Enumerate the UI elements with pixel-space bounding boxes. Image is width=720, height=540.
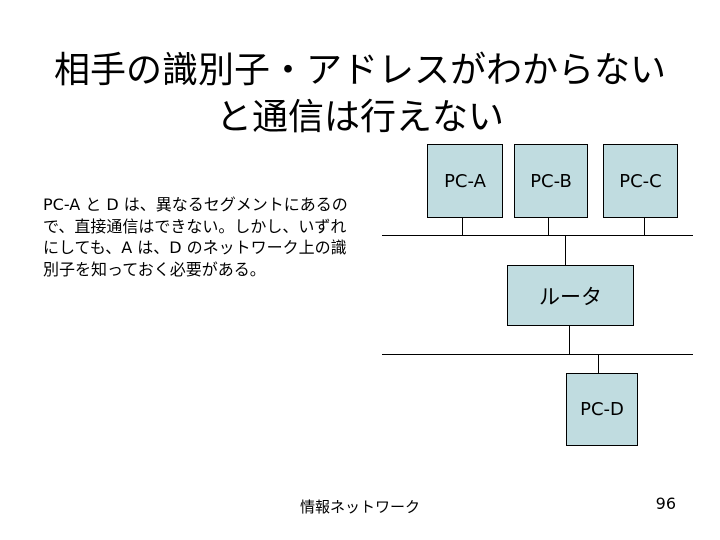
body-paragraph: PC-A と D は、異なるセグメントにあるの で、直接通信はできない。しかし、… [43,194,348,280]
body-line: 別子を知っておく必要がある。 [43,259,266,279]
node-pc-a-label: PC-A [444,170,486,192]
node-pc-c: PC-C [603,144,678,218]
link-pc-b-to-bus [548,218,549,236]
node-pc-b: PC-B [514,144,588,218]
node-pc-c-label: PC-C [619,170,662,192]
slide-title: 相手の識別子・アドレスがわからない と通信は行えない [0,47,720,141]
title-line-2: と通信は行えない [215,97,504,139]
link-pc-c-to-bus [644,218,645,236]
footer-course-title: 情報ネットワーク [299,498,420,516]
link-bus-to-router [565,235,566,265]
node-pc-b-label: PC-B [530,170,572,192]
body-line: PC-A と D は、異なるセグメントにあるの [43,195,348,214]
slide-page-number: 96 [655,494,676,513]
link-pc-a-to-bus [462,218,463,236]
node-router-label: ルータ [539,284,602,309]
node-pc-d: PC-D [566,373,638,446]
node-pc-d-label: PC-D [580,399,624,420]
title-line-1: 相手の識別子・アドレスがわからない [53,50,666,92]
body-line: で、直接通信はできない。しかし、いずれ [43,216,347,236]
link-pc-d-to-bus [598,355,599,373]
node-pc-a: PC-A [427,144,503,218]
link-router-to-bus [569,326,570,354]
segment-bus-lower [382,354,693,355]
body-line: にしても、A は、D のネットワーク上の識 [43,238,347,257]
segment-bus-upper [382,235,693,236]
node-router: ルータ [507,265,634,326]
